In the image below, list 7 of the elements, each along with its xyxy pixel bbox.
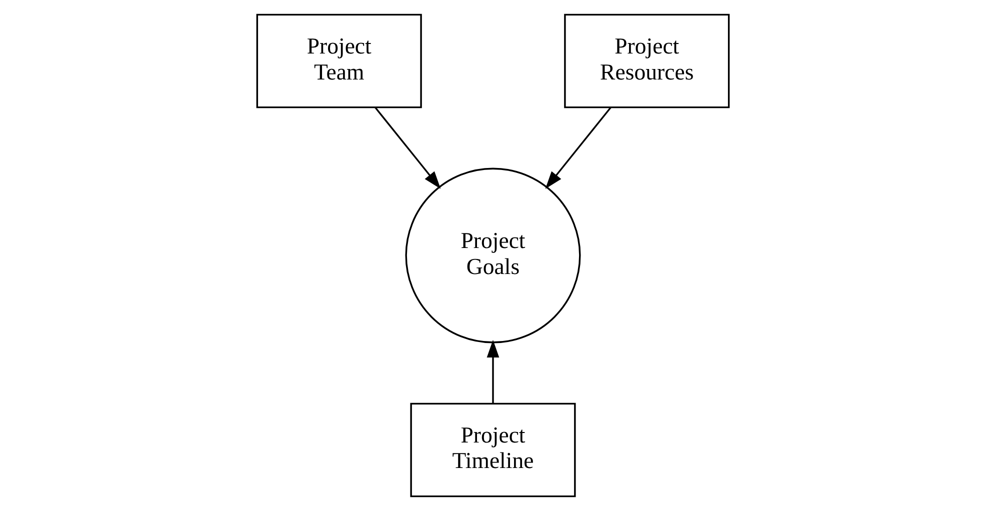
node-box: Project Team	[256, 13, 422, 108]
node-box: Project Resources	[564, 13, 730, 108]
arrow	[486, 339, 500, 404]
node-circle: Project Goals	[405, 167, 581, 343]
arrow	[545, 106, 612, 188]
node-box: Project Timeline	[410, 402, 576, 497]
arrow	[374, 106, 441, 188]
